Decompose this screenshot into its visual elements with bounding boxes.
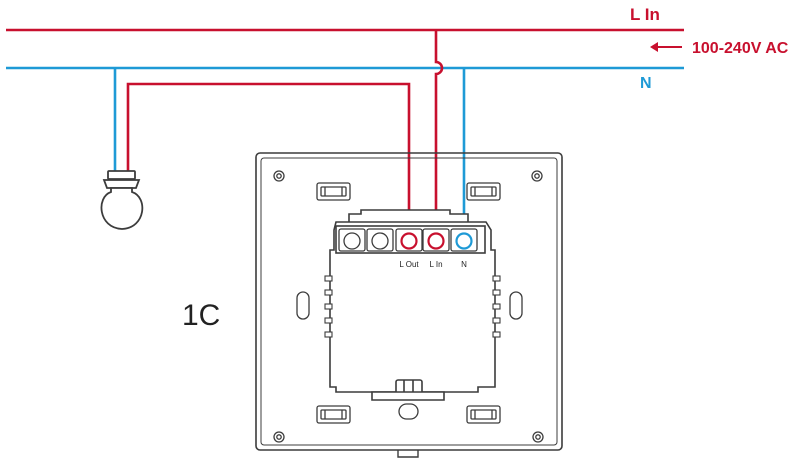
switch-backplate (255, 152, 563, 458)
unused-terminals (338, 228, 394, 252)
arrow-left-icon (650, 42, 682, 52)
side-slots (296, 291, 523, 420)
corner-screws (273, 170, 544, 443)
terminal-label-l-in: L In (429, 260, 442, 269)
live-drop-wire (434, 30, 444, 240)
terminal-n (450, 228, 478, 252)
terminal-label-n: N (461, 260, 467, 269)
terminal-l-out (395, 228, 423, 252)
model-label: 1C (182, 299, 220, 332)
lamp-live-wire (126, 82, 411, 240)
module-side-teeth (324, 275, 501, 338)
live-in-label: L In (630, 5, 660, 24)
supply-voltage-label: 100-240V AC (692, 40, 789, 57)
mounting-clips (316, 182, 501, 424)
neutral-label: N (640, 75, 652, 92)
terminal-label-l-out: L Out (399, 260, 419, 269)
terminal-l-in (422, 228, 450, 252)
lamp-icon (100, 170, 144, 230)
